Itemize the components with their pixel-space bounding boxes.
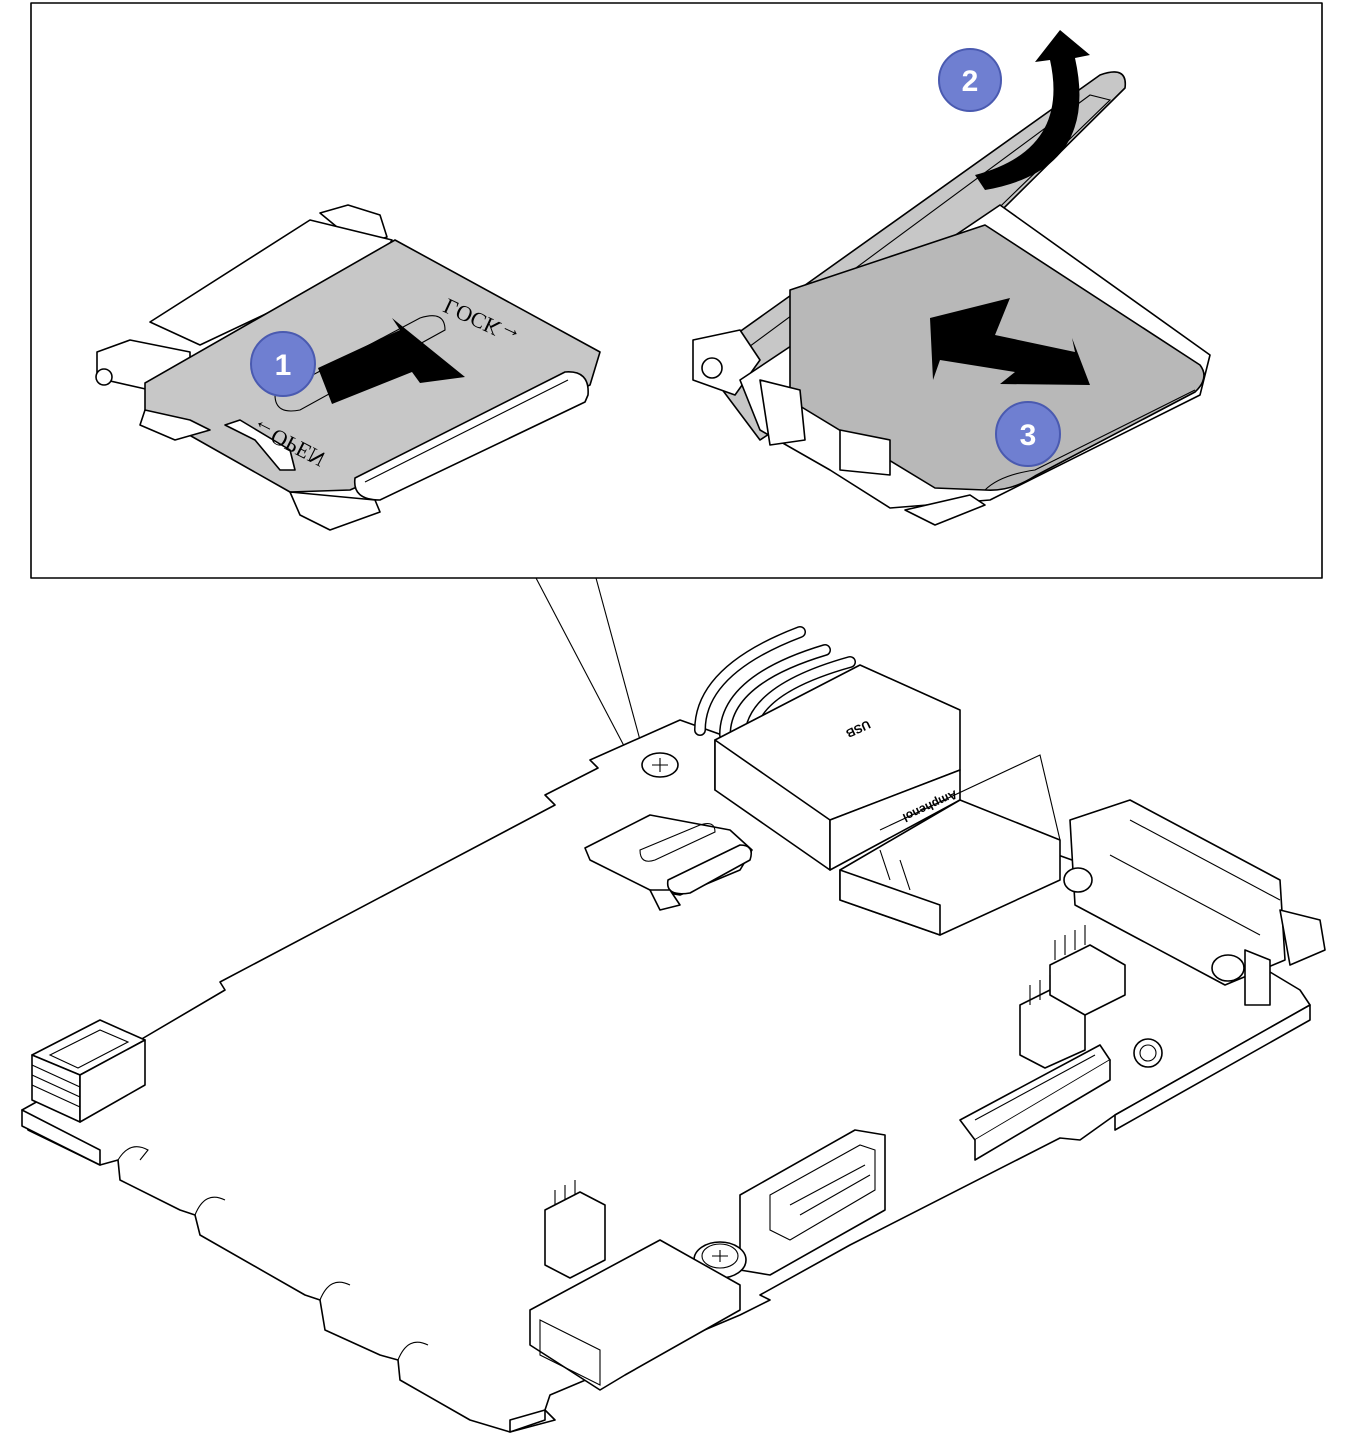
board-pin-header-right — [1019, 925, 1126, 1069]
open-card-holder — [692, 30, 1211, 526]
step-1-badge: 1 — [250, 331, 316, 397]
slide-open-arrow — [318, 318, 465, 404]
step-3-label: 3 — [1020, 419, 1037, 452]
board-vga-connector — [1063, 799, 1326, 1006]
step-2-badge: 2 — [938, 48, 1002, 112]
board-standoff — [31, 1019, 146, 1123]
board-bottom-connector — [529, 1180, 741, 1391]
closed-card-holder: LOCK→ ←OPEN — [95, 204, 601, 531]
step-3-badge: 3 — [995, 401, 1061, 467]
board-ribbon-connector — [959, 1044, 1111, 1161]
board-usb-ports: USB Amphenol — [714, 664, 1061, 936]
step-1-label: 1 — [275, 349, 292, 382]
lift-lid-arrow — [975, 30, 1090, 190]
board-micro-sd-slot — [584, 814, 753, 911]
step-2-label: 2 — [962, 65, 979, 98]
remove-card-arrow — [930, 298, 1090, 385]
board-screw-top — [641, 752, 679, 778]
